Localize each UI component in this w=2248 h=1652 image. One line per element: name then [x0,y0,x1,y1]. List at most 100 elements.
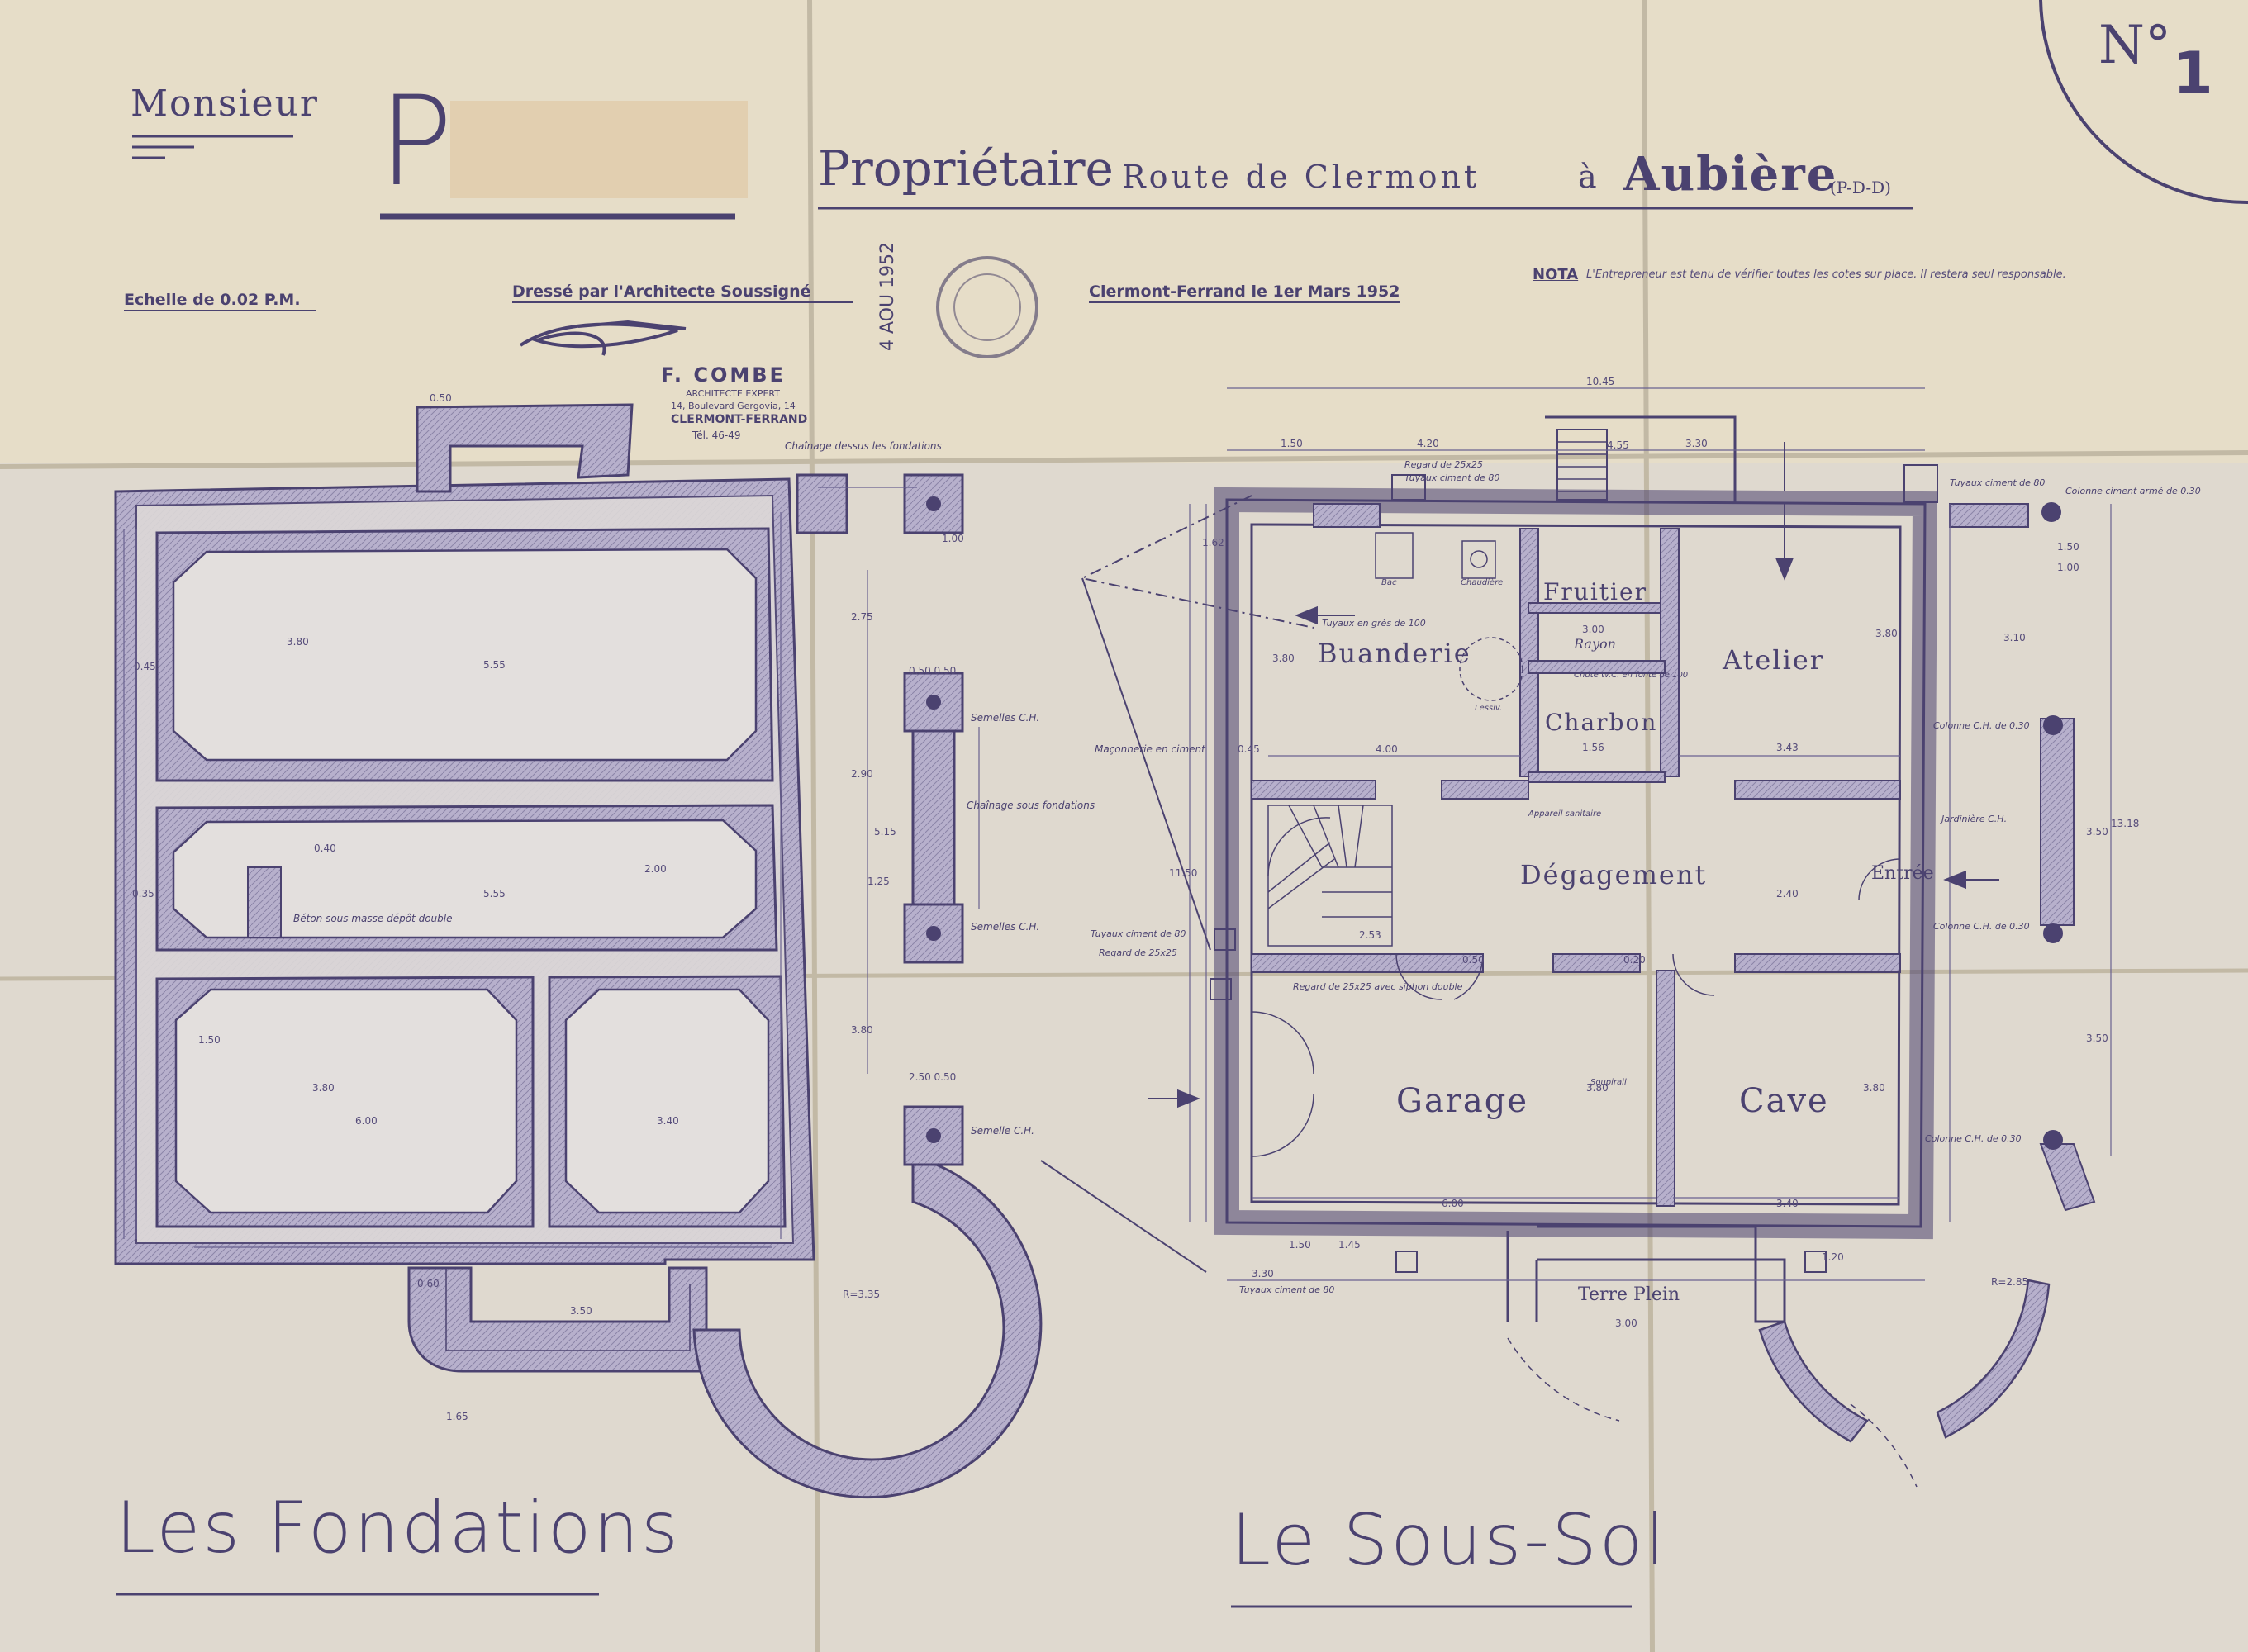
dim-ss-atelier-h: 3.80 [1875,628,1898,639]
address-joiner: à [1578,159,1597,195]
dim-ss-small-4: 1.62 [1202,537,1224,548]
label-chute-wc: Chute W.C. en fonte de 100 [1574,671,1689,680]
received-stamp [936,256,1038,358]
sheet-number-label: N° [2098,15,2171,76]
architect-signature [519,320,687,356]
room-cave: Cave [1739,1082,1829,1120]
scale-note: Echelle de 0.02 P.M. [124,291,301,309]
dim-ss-charb-w: 1.56 [1582,742,1604,753]
label-maconnerie: Maçonnerie en ciment [1095,743,1205,755]
dim-f-small-4: 1.50 [198,1034,221,1046]
dim-f-w-botleft: 6.00 [355,1115,378,1127]
label-regard-1: Regard de 25x25 [1404,459,1483,470]
room-atelier: Atelier [1723,644,1825,676]
dim-ss-right-total: 13.18 [2111,818,2140,829]
dim-ss-terre-w: 3.00 [1615,1317,1637,1329]
dim-ss-cave-h: 3.80 [1863,1082,1885,1094]
label-soupirail: Soupirail [1590,1078,1627,1087]
fold-line-vertical-2 [1642,0,1655,1652]
dim-f-col-h4: 2.90 [851,768,873,780]
dim-ss-cave-w: 3.40 [1776,1198,1799,1209]
label-colonne-1: Colonne ciment armé de 0.30 [2065,486,2201,496]
dim-f-small-2: 0.40 [314,843,336,854]
label-semelle: Semelle C.H. [971,1125,1034,1137]
room-terre-plein: Terre Plein [1578,1284,1680,1305]
dim-ss-arc-r: R=2.85 [1991,1276,2029,1288]
dim-ss-garage-h: 3.80 [1586,1082,1609,1094]
address-place: Aubière [1623,147,1838,202]
dim-f-w-botright: 3.40 [657,1115,679,1127]
label-chainage-fondations: Chaînage sous fondations [967,800,1095,811]
label-tuyau-3: Tuyaux ciment de 80 [1239,1284,1335,1295]
dim-f-col-h2: 5.15 [874,826,896,838]
dim-ss-atelier-w: 3.43 [1776,742,1799,753]
nota-text: L'Entrepreneur est tenu de vérifier tout… [1586,268,2066,281]
label-colonne-2: Colonne C.H. de 0.30 [1933,720,2030,731]
label-semelles-2: Semelles C.H. [971,921,1040,933]
fold-line-vertical-1 [807,0,820,1652]
room-garage: Garage [1396,1082,1529,1120]
dim-ss-fruit-w: 3.00 [1582,624,1604,635]
stamp-received-date: 4 AOU 1952 [877,241,898,351]
stamp-architect-phone: Tél. 46-49 [692,430,741,441]
annotation-arrows [1040,442,1999,1273]
dim-ss-top-c: 3.30 [1685,438,1708,449]
dim-ss-small-6: 1.20 [1822,1251,1844,1263]
sous-sol-plan [1210,415,2096,1488]
room-degagement: Dégagement [1520,859,1708,890]
title-fondations: Les Fondations [116,1487,681,1569]
dim-ss-buand-w: 4.00 [1376,743,1398,755]
dim-f-step-w: 1.65 [446,1411,468,1422]
dim-ss-left-total: 11.50 [1169,867,1198,879]
room-charbon: Charbon [1545,709,1658,736]
dim-ss-buand-h: 3.80 [1272,653,1295,664]
dim-f-small-3: 0.45 [134,661,156,672]
dim-ss-small-3: 0.45 [1238,743,1260,755]
dim-ss-top-total: 10.45 [1586,376,1615,387]
sheet-number: 1 [2173,40,2213,107]
dim-f-len-top: 5.55 [483,659,506,671]
dim-ss-small-5: 3.10 [2003,632,2026,643]
nota-label: NOTA [1533,266,1579,283]
dim-f-col-h6: 1.25 [867,876,890,887]
room-fruitier: Fruitier [1543,578,1647,605]
label-tuyau-4: Tuyaux ciment de 80 [1950,477,2046,488]
dim-ss-bot-b: 1.50 [1289,1239,1311,1251]
owner-initial: P [378,70,454,214]
room-buanderie: Buanderie [1318,638,1471,669]
dim-f-h-mid: 2.00 [644,863,667,875]
dim-f-col-h: 1.00 [942,533,964,544]
title-sous-sol: Le Sous-Sol [1231,1499,1668,1582]
dim-ss-top-d: 4.55 [1607,439,1629,451]
dim-ss-col-c: 3.50 [2086,826,2108,838]
label-jardiniere: Jardinière C.H. [1941,814,2008,824]
dim-ss-col-d: 3.50 [2086,1032,2108,1044]
label-tuyau-2: Tuyaux ciment de 80 [1091,928,1186,939]
dim-ss-top-b: 1.50 [1281,438,1303,449]
label-colonne-3: Colonne C.H. de 0.30 [1933,921,2030,932]
redaction-box [450,101,748,198]
label-semelles-1: Semelles C.H. [971,712,1040,724]
label-beton-maigre: Béton sous masse dépôt double [293,913,453,924]
staircase [1267,805,1393,947]
address-prefix: Route de Clermont [1122,159,1480,195]
foundations-plan [114,403,1043,1499]
dim-ss-small-1: 0.50 [1462,954,1485,966]
label-chaudiere: Chaudière [1461,578,1504,587]
owner-role: Propriétaire [818,140,1114,197]
architect-line: Dressé par l'Architecte Soussigné [512,282,811,301]
label-tuyau-eau: Tuyaux en grès de 100 [1322,618,1426,629]
stamp-architect-name: F. COMBE [661,363,786,387]
place-date: Clermont-Ferrand le 1er Mars 1952 [1089,282,1400,301]
dim-f-col-h3: 2.75 [851,611,873,623]
dim-ss-dega-h: 2.40 [1776,888,1799,900]
dim-ss-top-a: 4.20 [1417,438,1439,449]
label-lessiv: Lessiv. [1475,704,1503,713]
room-rayon: Rayon [1574,636,1616,652]
foundations-dimension-lines [123,487,980,1248]
dim-f-arc-r: R=3.35 [843,1289,881,1300]
address-suffix: (P-D-D) [1830,178,1891,197]
dim-ss-small-8: 1.45 [1338,1239,1361,1251]
